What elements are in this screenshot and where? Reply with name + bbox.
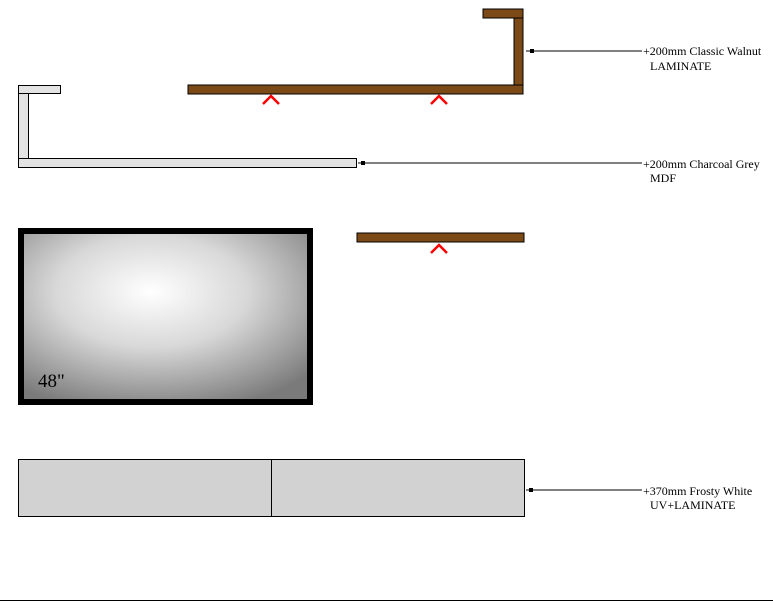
grey-shelf-assembly: [18, 85, 357, 168]
tv-size-label: 48": [38, 371, 65, 392]
cabinet-door-left: [18, 459, 272, 517]
white-leader: +370mm Frosty White UV+LAMINATE: [526, 484, 752, 512]
bracket-icon: [430, 243, 448, 254]
grey-long-shelf: [18, 158, 357, 168]
grey-top-cap: [18, 85, 61, 94]
walnut-long-shelf: [187, 84, 524, 95]
walnut-shelf-assembly: [187, 8, 524, 105]
walnut-leader: +200mm Classic Walnut LAMINATE: [526, 44, 762, 73]
grey-label-line1: +200mm Charcoal Grey: [643, 157, 760, 171]
cabinet-door-right: [271, 459, 525, 517]
grey-side-panel: [18, 93, 29, 159]
walnut-top-cap: [482, 8, 524, 19]
walnut-short-shelf: [356, 232, 525, 254]
grey-leader: +200mm Charcoal Grey MDF: [358, 157, 760, 185]
bracket-icon: [262, 94, 280, 105]
walnut-label-line2: LAMINATE: [650, 59, 711, 73]
grey-label-line2: MDF: [650, 171, 676, 185]
frosty-white-cabinet: [18, 459, 525, 517]
white-label-line1: +370mm Frosty White: [643, 484, 752, 498]
bracket-icon: [430, 94, 448, 105]
tv-screen: [24, 234, 307, 399]
tv: 48": [18, 228, 313, 405]
white-label-line2: UV+LAMINATE: [650, 498, 735, 512]
walnut-side-panel: [513, 17, 524, 86]
walnut-label-line1: +200mm Classic Walnut: [643, 44, 762, 58]
